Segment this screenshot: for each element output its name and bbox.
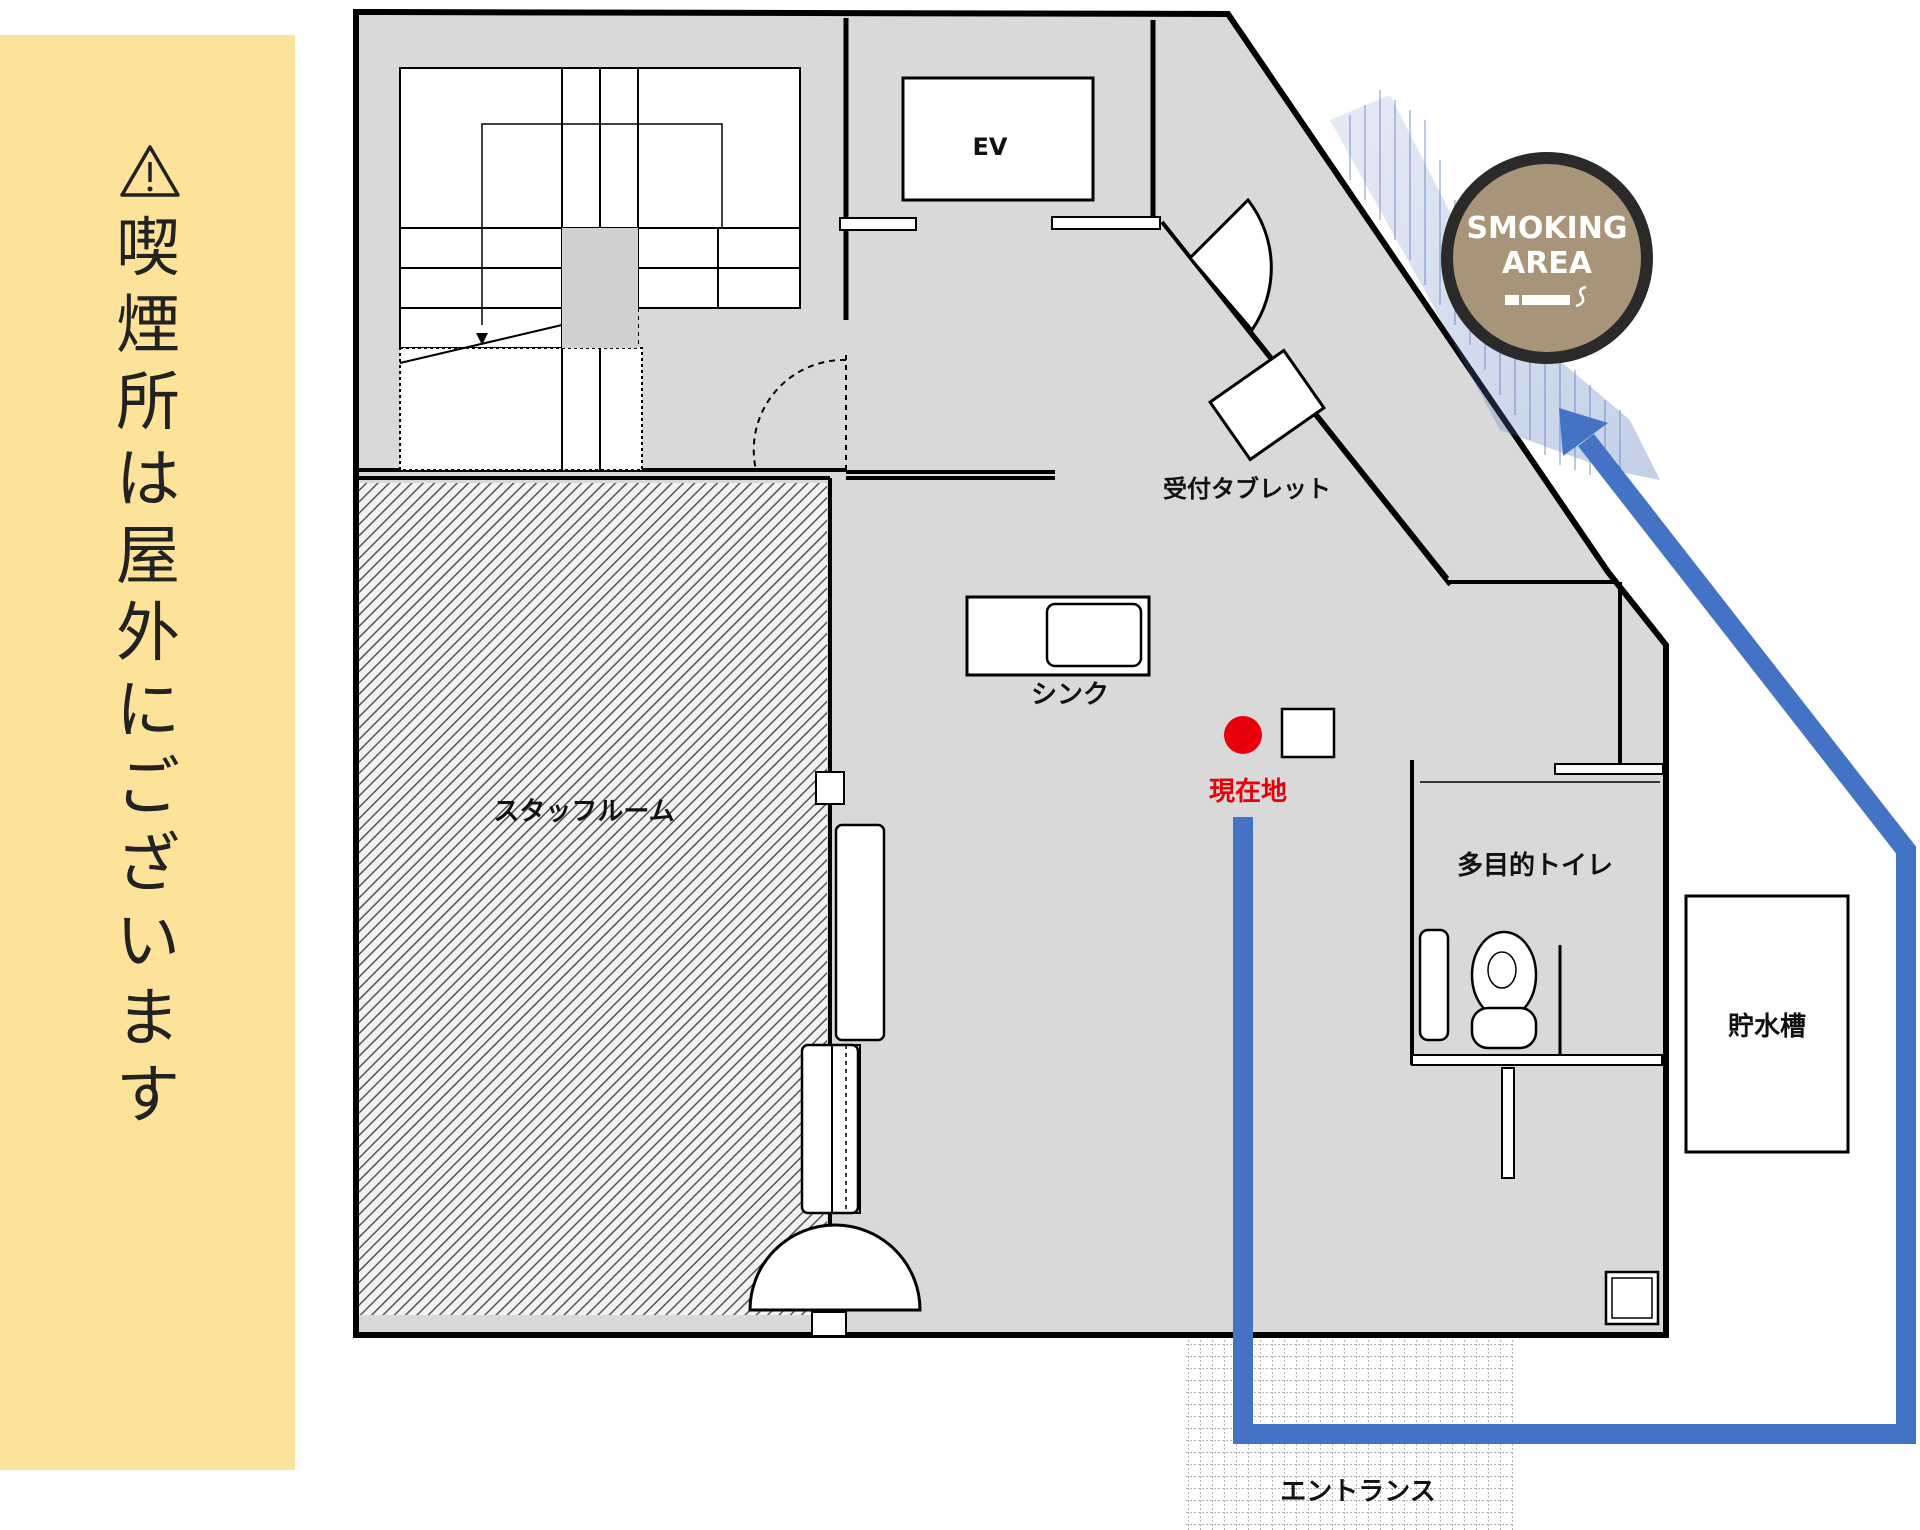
cigarette-icon	[1505, 285, 1587, 308]
notice-char: い	[116, 905, 180, 979]
notice-char: す	[116, 1059, 180, 1133]
notice-char: 屋	[116, 520, 180, 594]
current-location-marker	[1224, 716, 1262, 754]
route-to-smoking-area	[1233, 433, 1916, 1444]
water-tank-label: 貯水槽	[1728, 1011, 1806, 1042]
notice-char: ご	[116, 751, 180, 825]
reception-area	[1160, 197, 1615, 587]
route-arrowhead	[1559, 408, 1608, 456]
smoking-sign-line1: SMOKING	[1466, 211, 1627, 246]
notice-char: は	[116, 443, 180, 517]
notice-text: 喫煙所は屋外にございます	[116, 212, 180, 1133]
smoking-sign-line2: AREA	[1502, 246, 1593, 281]
smoking-area-sign: SMOKING AREA	[1441, 152, 1653, 364]
multipurpose-toilet-label: 多目的トイレ	[1457, 850, 1613, 881]
entrance-label: エントランス	[1280, 1477, 1435, 1507]
staircase	[399, 67, 801, 471]
stair-door-swing	[752, 358, 847, 471]
reception-tablet-label: 受付タブレット	[1163, 475, 1331, 503]
reception-door-swing	[1187, 197, 1273, 333]
outdoor-smoking-notice: 喫煙所は屋外にございます	[0, 35, 295, 1470]
notice-char: ま	[116, 982, 180, 1056]
elevator-label: EV	[973, 133, 1008, 161]
notice-char: 所	[116, 366, 180, 440]
warning-triangle-icon	[120, 145, 180, 197]
sink-label: シンク	[1031, 680, 1109, 710]
current-location-label: 現在地	[1209, 777, 1287, 807]
notice-background	[0, 35, 295, 1470]
reception-tablet	[1207, 348, 1327, 462]
notice-char: 喫	[116, 212, 180, 286]
toilet-icon	[1470, 930, 1538, 1050]
elevator	[901, 76, 1095, 202]
entrance-door-swing	[748, 1223, 922, 1312]
multipurpose-toilet	[1410, 582, 1665, 1179]
notice-char: 煙	[116, 289, 180, 363]
staff-room-label: スタッフルーム	[493, 797, 674, 827]
notice-char: ざ	[116, 828, 180, 902]
staff-room-area	[359, 483, 827, 1315]
water-tank	[1684, 894, 1850, 1154]
notice-char: 外	[116, 597, 180, 671]
notice-char: に	[116, 674, 180, 748]
